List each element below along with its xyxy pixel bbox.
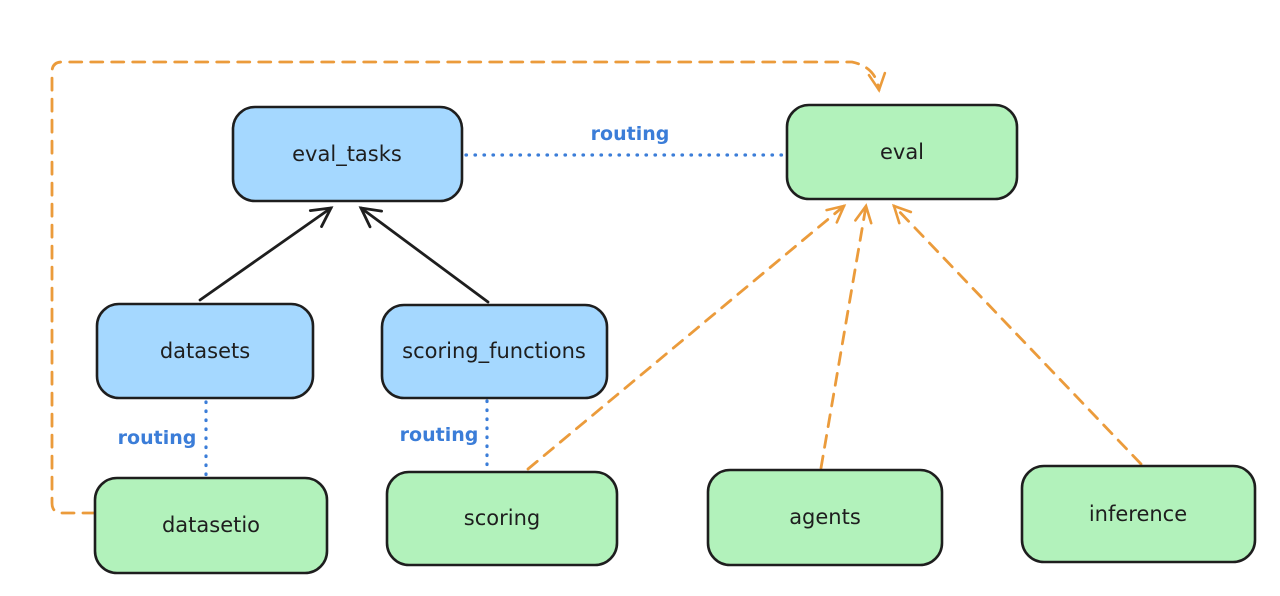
edge-scoring-functions-to-eval-tasks [358,206,490,304]
node-scoring-label: scoring [464,506,540,530]
edge-agents-to-eval [819,203,873,470]
edge-datasets-to-eval-tasks [198,206,334,302]
node-eval-box [785,103,1019,201]
node-scoring-functions: scoring_functions [380,303,609,400]
node-eval: eval [785,103,1019,201]
routing-label-scoring: routing [400,424,479,446]
node-datasetio-box [93,476,329,575]
node-agents: agents [706,468,944,567]
node-datasets-box [95,302,315,400]
node-inference: inference [1020,464,1257,564]
node-datasetio: datasetio [93,476,329,575]
node-datasetio-label: datasetio [162,513,260,537]
routing-label-datasets: routing [118,427,197,449]
node-scoring-box [385,470,619,567]
node-agents-box [706,468,944,567]
routing-label-top: routing [591,123,670,145]
node-eval-tasks-box [231,105,464,203]
node-agents-label: agents [789,505,861,529]
node-eval-label: eval [880,140,924,164]
node-inference-box [1020,464,1257,564]
edge-datasetio-to-eval [50,60,887,515]
node-datasets: datasets [95,302,315,400]
node-datasets-label: datasets [160,339,250,363]
node-scoring-functions-box [380,303,609,400]
edge-inference-to-eval [891,203,1143,466]
node-inference-label: inference [1089,502,1187,526]
edge-layer [50,60,1143,515]
node-scoring-functions-label: scoring_functions [402,339,586,364]
node-eval-tasks: eval_tasks [231,105,464,203]
node-eval-tasks-label: eval_tasks [292,142,402,167]
node-scoring: scoring [385,470,619,567]
edge-scoring-to-eval [526,204,847,471]
